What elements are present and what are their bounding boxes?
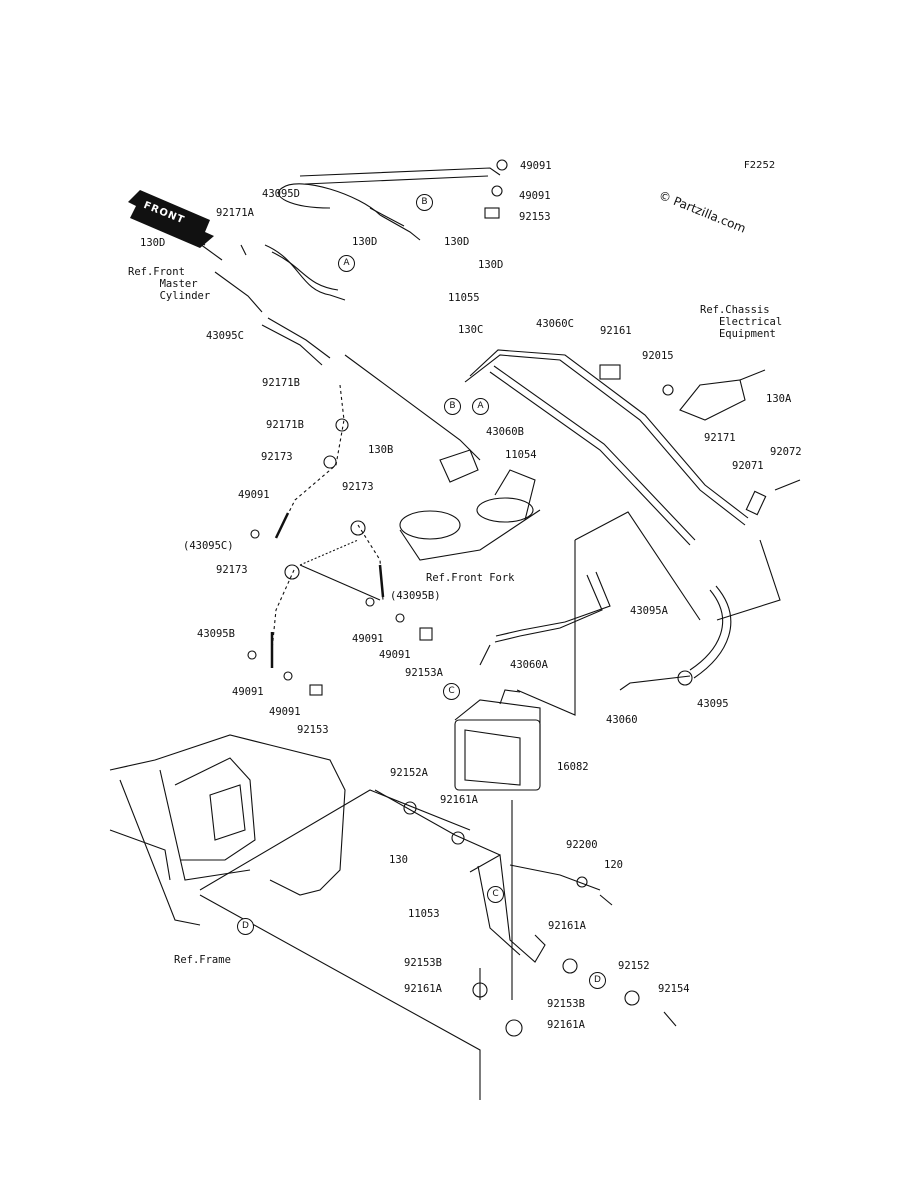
part-label: 130D: [140, 237, 166, 249]
part-label: 49091: [379, 649, 411, 661]
callout-d: D: [589, 972, 606, 989]
part-label: 92161A: [440, 794, 478, 806]
part-label: 43060A: [510, 659, 548, 671]
part-label: 92152: [618, 960, 650, 972]
part-label: 16082: [557, 761, 589, 773]
part-label: 11053: [408, 908, 440, 920]
part-label: 49091: [232, 686, 264, 698]
part-label: 92171: [704, 432, 736, 444]
part-label: 43060C: [536, 318, 574, 330]
part-label: (43095B): [390, 590, 441, 602]
part-label: 92173: [342, 481, 374, 493]
part-label: 92153B: [547, 998, 585, 1010]
part-label: Ref.Front Master Cylinder: [128, 266, 211, 302]
part-label: 92171A: [216, 207, 254, 219]
callout-c: C: [443, 683, 460, 700]
part-label: 92161A: [547, 1019, 585, 1031]
part-label: 92161A: [548, 920, 586, 932]
front-arrow-icon: [128, 190, 214, 248]
part-label: 11055: [448, 292, 480, 304]
callout-a: A: [472, 398, 489, 415]
part-label: 43095B: [197, 628, 235, 640]
part-label: 43060B: [486, 426, 524, 438]
part-label: 130: [389, 854, 408, 866]
part-label: 43095C: [206, 330, 244, 342]
part-label: 49091: [238, 489, 270, 501]
part-label: 11054: [505, 449, 537, 461]
part-label: 92071: [732, 460, 764, 472]
part-label: 92153A: [405, 667, 443, 679]
callout-a: A: [338, 255, 355, 272]
part-label: 130A: [766, 393, 792, 405]
callout-b: B: [444, 398, 461, 415]
part-label: 92171B: [266, 419, 304, 431]
part-label: 92171B: [262, 377, 300, 389]
part-label: Ref.Chassis Electrical Equipment: [700, 304, 783, 340]
part-label: 43060: [606, 714, 638, 726]
part-label: 92153: [297, 724, 329, 736]
figure-id: F2252: [744, 160, 776, 171]
part-label: 92173: [216, 564, 248, 576]
part-label: 43095A: [630, 605, 668, 617]
part-label: 130D: [478, 259, 504, 271]
part-label: 92200: [566, 839, 598, 851]
part-label: 49091: [520, 160, 552, 172]
part-label: 92161A: [404, 983, 442, 995]
part-label: Ref.Frame: [174, 954, 231, 966]
part-label: 49091: [519, 190, 551, 202]
part-label: 43095D: [262, 188, 300, 200]
part-label: 49091: [352, 633, 384, 645]
part-label: 92154: [658, 983, 690, 995]
part-label: 92072: [770, 446, 802, 458]
callout-d: D: [237, 918, 254, 935]
part-label: 120: [604, 859, 623, 871]
callout-c: C: [487, 886, 504, 903]
part-label: 92153B: [404, 957, 442, 969]
part-label: 92161: [600, 325, 632, 337]
part-label: 130B: [368, 444, 394, 456]
callout-b: B: [416, 194, 433, 211]
part-label: (43095C): [183, 540, 234, 552]
part-label: 130D: [444, 236, 470, 248]
part-label: 92153: [519, 211, 551, 223]
part-label: 130C: [458, 324, 484, 336]
part-label: 92152A: [390, 767, 428, 779]
part-label: Ref.Front Fork: [426, 572, 515, 584]
part-label: 92015: [642, 350, 674, 362]
part-label: 130D: [352, 236, 378, 248]
part-label: 49091: [269, 706, 301, 718]
part-label: 43095: [697, 698, 729, 710]
part-label: 92173: [261, 451, 293, 463]
